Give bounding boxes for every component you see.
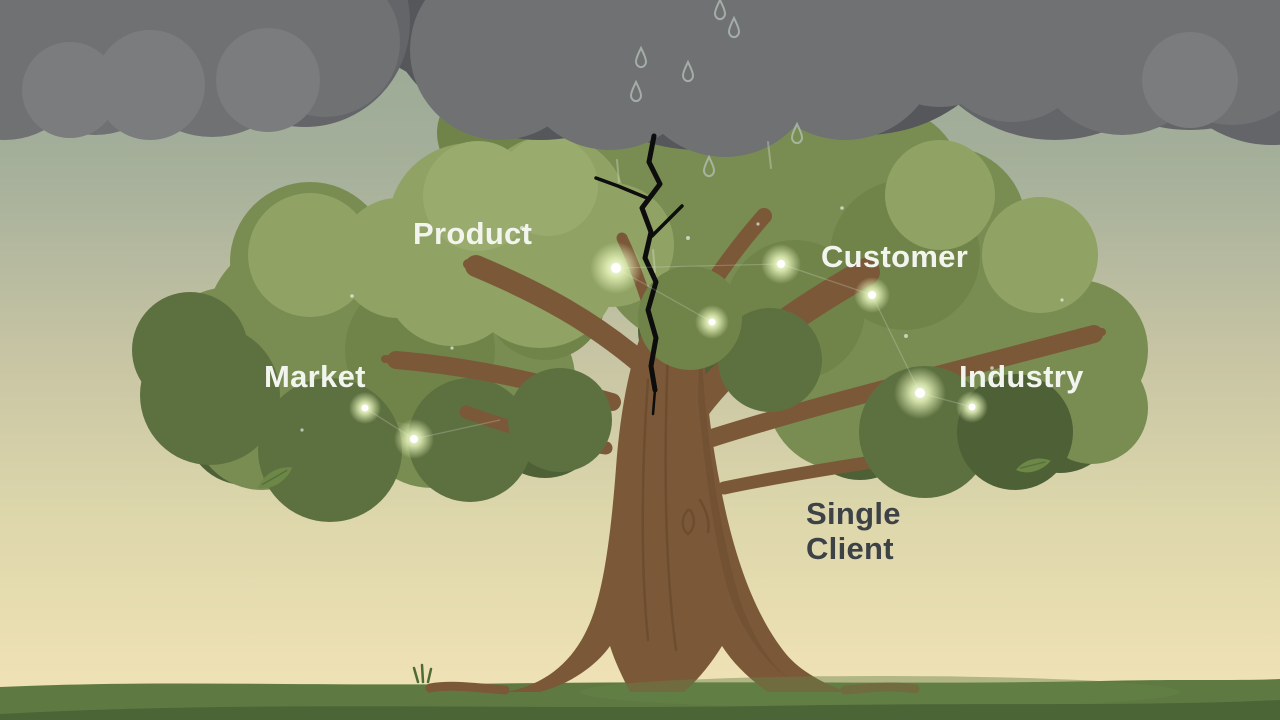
label-customer: Customer [821, 239, 969, 274]
firefly-glow [394, 419, 434, 459]
label-industry: Industry [959, 359, 1084, 394]
firefly-glows [300, 206, 1064, 459]
lightning-crack-icon [594, 133, 684, 416]
firefly-glow [956, 391, 988, 423]
label-market: Market [264, 359, 366, 394]
firefly-glow [349, 392, 381, 424]
label-single-client-line1: Single [806, 496, 901, 531]
label-single-client: Single Client [806, 496, 901, 566]
label-product: Product [413, 216, 533, 251]
ground-foreground [0, 663, 1280, 720]
firefly-glow [761, 244, 801, 284]
firefly-glow [894, 367, 946, 419]
firefly-glow [854, 277, 890, 313]
storm-clouds [0, 0, 1280, 157]
firefly-glow [695, 305, 729, 339]
firefly-glow [590, 242, 642, 294]
label-single-client-line2: Client [806, 531, 894, 566]
grass-tuft [412, 663, 433, 684]
canopy-front-leaves [508, 266, 1073, 498]
rain [616, 0, 804, 273]
falling-leaf [1016, 458, 1051, 473]
falling-leaf [258, 467, 293, 489]
